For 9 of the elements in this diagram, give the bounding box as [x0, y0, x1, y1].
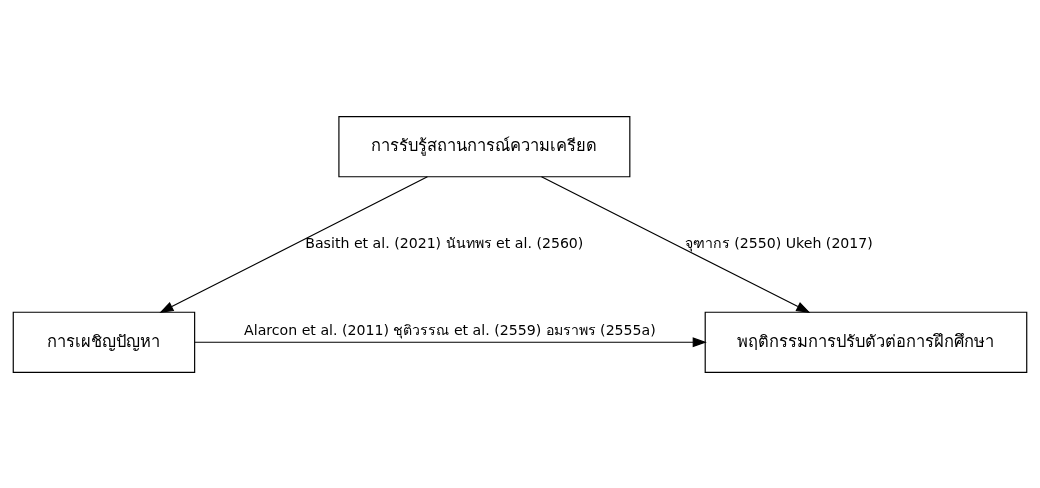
edge-label: จุฑากร (2550) Ukeh (2017) [684, 234, 873, 251]
edge-label: Basith et al. (2021) นันทพร et al. (2560) [305, 234, 584, 251]
arrow [194, 336, 707, 347]
arrow [540, 175, 811, 313]
node-box: การเผชิญปัญหา [12, 311, 196, 373]
node-box: พฤติกรรมการปรับตัวต่อการฝึกศึกษา [704, 311, 1028, 373]
edge-label: Alarcon et al. (2011) ชุติวรรณ et al. (2559) อมราพร (2555a) [244, 321, 656, 338]
node-box: การรับรู้สถานการณ์ความเครียด [338, 115, 631, 177]
arrow [159, 175, 428, 313]
